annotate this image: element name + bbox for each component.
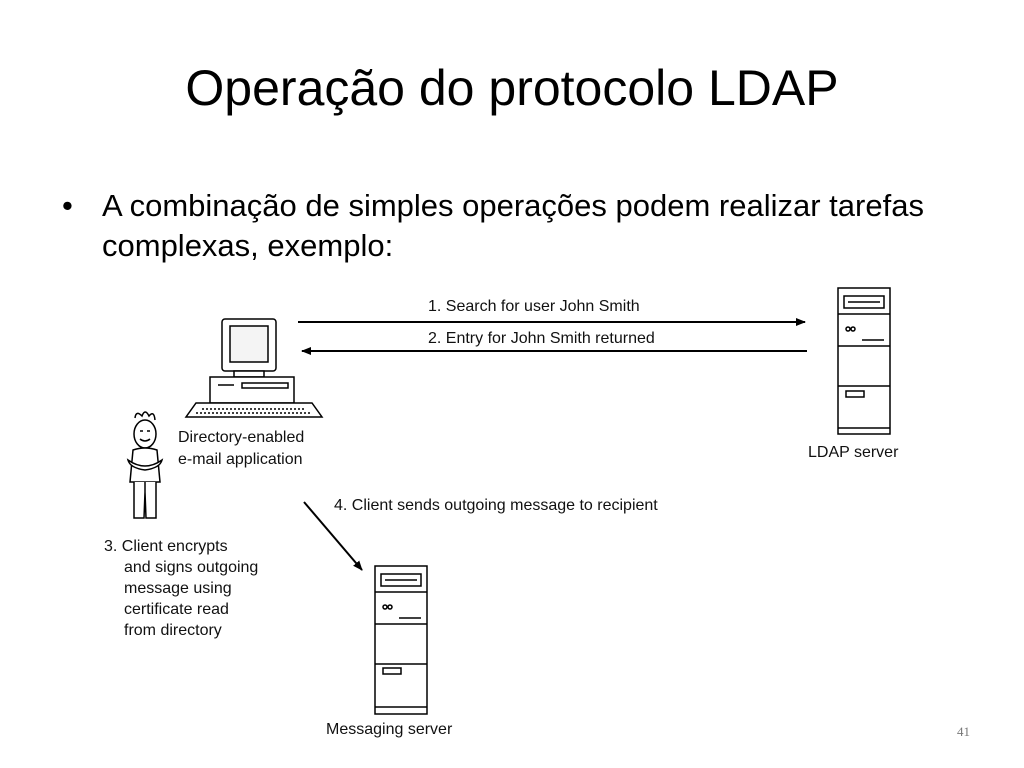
bullet-dot-icon: •	[62, 188, 73, 223]
ldap-server-label: LDAP server	[808, 444, 899, 461]
slide-title: Operação do protocolo LDAP	[185, 60, 839, 116]
send-message-arrow	[303, 501, 363, 571]
user-icon	[126, 411, 164, 519]
step3-line4: certificate read	[124, 601, 229, 618]
page-number: 41	[957, 724, 970, 739]
step3-line5: from directory	[124, 622, 222, 639]
ldap-diagram: 1. Search for user John Smith 2. Entry f…	[100, 282, 930, 752]
step1-label: 1. Search for user John Smith	[428, 298, 640, 315]
client-label-line2: e-mail application	[178, 451, 303, 468]
step2-label: 2. Entry for John Smith returned	[428, 330, 655, 347]
client-label-line1: Directory-enabled	[178, 429, 305, 446]
messaging-server-icon	[374, 565, 428, 715]
bullet-text: A combinação de simples operações podem …	[102, 188, 924, 263]
messaging-server-label: Messaging server	[326, 721, 453, 738]
step4-label: 4. Client sends outgoing message to reci…	[334, 497, 658, 514]
diagram-graphics	[126, 287, 891, 715]
step3-line2: and signs outgoing	[124, 559, 259, 576]
computer-icon	[184, 318, 324, 418]
ldap-server-icon	[837, 287, 891, 435]
step3-line1: 3. Client encrypts	[104, 538, 228, 555]
step3-line3: message using	[124, 580, 232, 597]
